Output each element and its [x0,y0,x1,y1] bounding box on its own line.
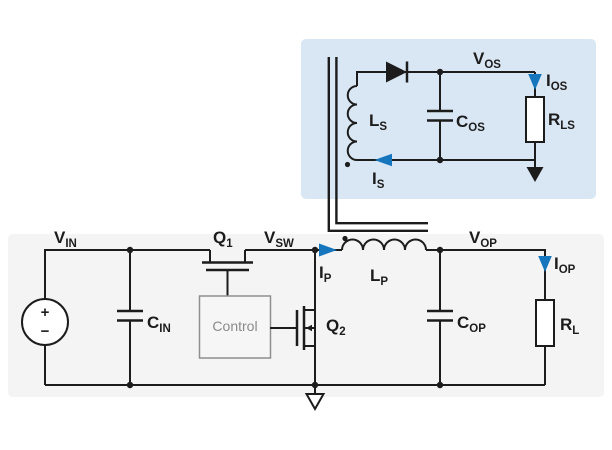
label-lp: LP [370,266,388,288]
capacitor-cos [427,72,453,160]
resistor-rls [525,96,545,143]
secondary-circuit: VOS IOS LS COS RLS IS [344,49,575,191]
q2-body-arrow-icon [305,324,312,332]
voltage-source: + − [21,249,210,385]
label-q1: Q1 [213,228,233,250]
secondary-bottom-wire [357,159,536,167]
label-vin: VIN [54,228,77,250]
label-cop: COP [457,313,486,335]
control-block-label: Control [212,318,257,334]
iop-arrow-icon [538,256,552,272]
label-cin: CIN [147,313,171,335]
junction-dot [436,246,444,254]
is-arrow-icon [374,153,392,167]
label-vop: VOP [469,228,497,250]
label-iop: IOP [554,254,576,276]
label-rls: RLS [548,110,575,132]
junction-dot [126,246,134,254]
control-block: Control [198,295,272,359]
source-plus-sign: + [41,304,50,321]
label-is: IS [372,169,385,191]
inductor-lp [341,238,427,251]
primary-circuit: + − Control [21,228,579,412]
capacitor-cin [117,250,143,385]
label-vos: VOS [473,49,501,71]
ios-arrow-icon [528,74,542,90]
inductor-ls [346,85,358,161]
label-ls: LS [369,111,387,133]
label-q2: Q2 [326,316,346,338]
label-ip: IP [319,263,332,285]
mosfet-q1 [202,250,253,296]
resistor-rl [535,299,555,347]
junction-dot [436,156,444,164]
junction-dot [436,381,444,389]
secondary-top-wire [356,71,535,86]
source-minus-sign: − [41,323,50,340]
secondary-ground-icon [526,167,544,182]
label-vsw: VSW [264,228,294,250]
label-cos: COS [456,112,485,134]
junction-dot [311,246,319,254]
junction-dot [436,68,444,76]
junction-dot [311,381,319,389]
transformer-core [327,57,428,232]
capacitor-cop [427,250,453,385]
junction-dot [126,381,134,389]
ls-polarity-dot [344,161,351,168]
label-ios: IOS [546,71,568,93]
primary-circuit-panel [8,234,604,397]
output-rail [426,249,546,300]
diode [386,61,409,83]
lp-polarity-dot [342,235,348,242]
ip-arrow-icon [319,243,337,257]
label-rl: RL [560,315,579,337]
mosfet-q2 [270,250,316,385]
